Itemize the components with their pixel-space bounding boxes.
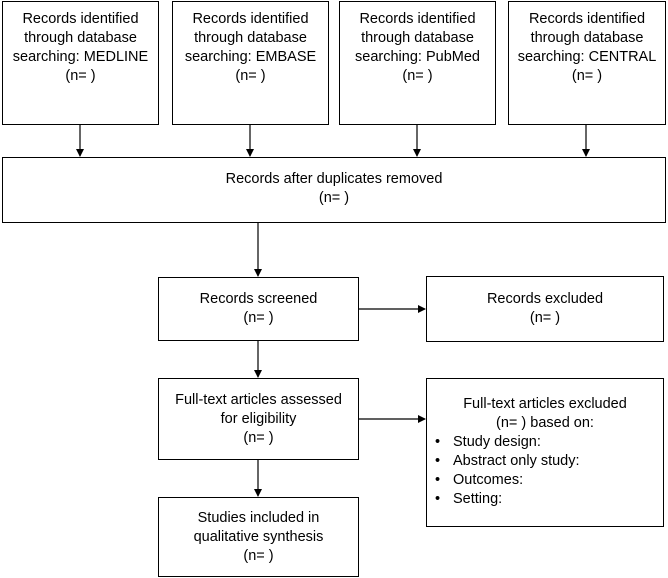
source-box-medline: Records identified through database sear… (2, 1, 159, 125)
dedup-label: Records after duplicates removed (225, 171, 443, 187)
source-box-central: Records identified through database sear… (508, 1, 666, 125)
fulltext-excluded-label: Full-text articles excluded (463, 396, 627, 412)
dedup-box: Records after duplicates removed (n= ) (2, 157, 666, 223)
source-label: Records identified (22, 11, 139, 27)
source-count: (n= ) (571, 68, 603, 84)
fulltext-label: for eligibility (220, 410, 297, 427)
exclusion-reasons: Study design: Abstract only study: Outco… (427, 433, 663, 509)
source-label: searching: PubMed (355, 49, 480, 65)
fulltext-count: (n= ) (243, 429, 274, 446)
included-box: Studies included in qualitative synthesi… (158, 497, 359, 577)
exclusion-reason: Study design: (435, 433, 663, 452)
included-label: qualitative synthesis (193, 528, 324, 545)
dedup-count: (n= ) (318, 190, 350, 206)
exclusion-reason: Abstract only study: (435, 452, 663, 471)
source-label: through database (361, 30, 474, 46)
source-label: through database (24, 30, 137, 46)
fulltext-label: Full-text articles assessed (175, 391, 342, 408)
source-box-embase: Records identified through database sear… (172, 1, 329, 125)
source-count: (n= ) (235, 68, 266, 84)
fulltext-excluded-count: (n= ) based on: (496, 415, 594, 431)
excluded-label: Records excluded (486, 291, 604, 307)
screened-count: (n= ) (243, 310, 274, 326)
source-label: through database (194, 30, 307, 46)
excluded-count: (n= ) (529, 310, 561, 326)
source-box-pubmed: Records identified through database sear… (339, 1, 496, 125)
source-label: searching: EMBASE (184, 49, 317, 65)
fulltext-box: Full-text articles assessed for eligibil… (158, 378, 359, 460)
source-count: (n= ) (65, 68, 96, 84)
source-label: searching: CENTRAL (517, 49, 657, 65)
screened-label: Records screened (199, 291, 318, 307)
fulltext-excluded-box: Full-text articles excluded (n= ) based … (426, 378, 664, 527)
source-label: Records identified (528, 11, 646, 27)
source-label: Records identified (359, 11, 476, 27)
exclusion-reason: Outcomes: (435, 471, 663, 490)
exclusion-reason: Setting: (435, 490, 663, 509)
screened-box: Records screened (n= ) (158, 277, 359, 341)
source-label: searching: MEDLINE (12, 49, 149, 65)
included-count: (n= ) (243, 547, 274, 564)
source-label: through database (530, 30, 644, 46)
included-label: Studies included in (197, 509, 320, 526)
source-label: Records identified (192, 11, 309, 27)
source-count: (n= ) (402, 68, 433, 84)
excluded-box: Records excluded (n= ) (426, 276, 664, 342)
